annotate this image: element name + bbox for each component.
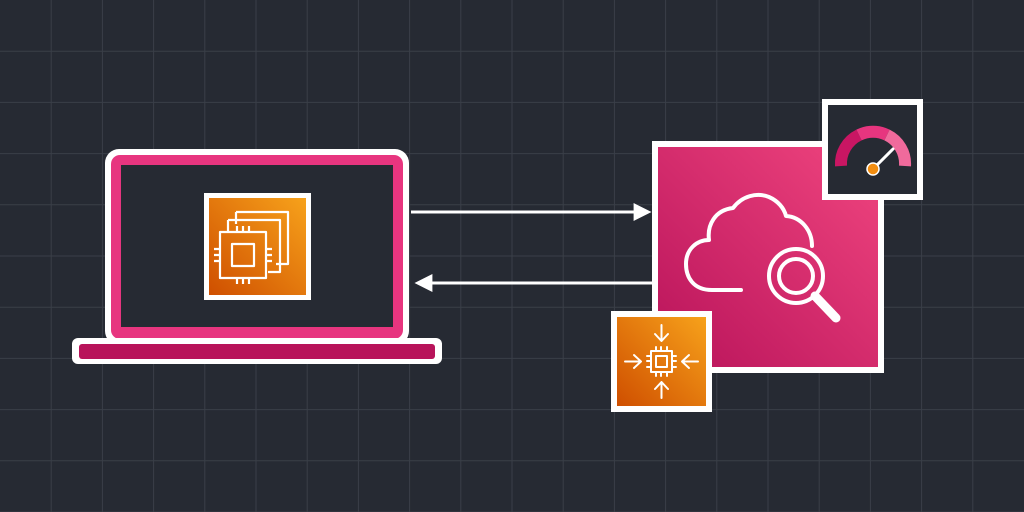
auto-scaling-icon — [611, 311, 712, 412]
ec2-instances-icon — [204, 193, 311, 300]
gauge-icon — [822, 99, 923, 200]
